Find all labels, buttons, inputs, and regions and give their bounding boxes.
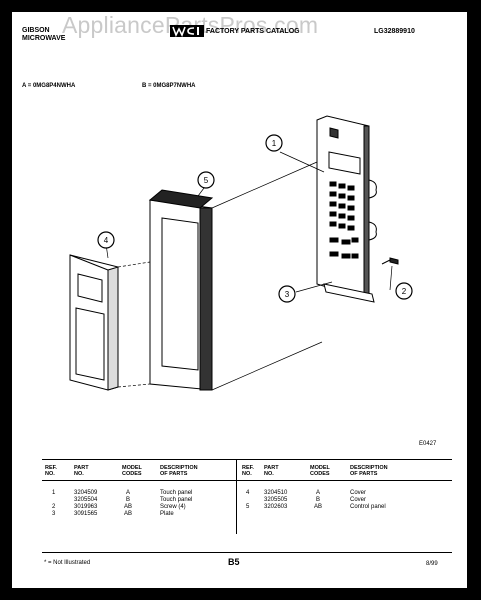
table-header-rule: [42, 480, 452, 481]
diagram-ref-code: E0427: [419, 441, 437, 447]
touch-panel-part: [316, 115, 377, 303]
footer-date: 8/99: [426, 561, 438, 567]
table-bottom-rule: [42, 552, 452, 553]
callout-5: 5: [197, 171, 215, 189]
callout-2: 2: [395, 282, 413, 300]
table-column-divider: [236, 460, 237, 534]
model-b: B = 0MG8P7NWHA: [142, 83, 196, 89]
svg-text:3: 3: [285, 290, 290, 299]
exploded-diagram: 1 2 3 4 5: [69, 115, 413, 391]
header-ref-no-right: REF.NO.: [242, 465, 254, 477]
cover-part: [69, 254, 119, 391]
table-top-rule: [42, 459, 452, 460]
header-ref-no: REF.NO.: [45, 465, 57, 477]
parts-catalog-sheet: AppliancePartsPros.com GIBSON MICROWAVE …: [12, 12, 467, 588]
svg-text:5: 5: [204, 176, 209, 185]
callout-1: 1: [265, 134, 283, 152]
svg-text:2: 2: [402, 287, 407, 296]
catalog-code: LG32889910: [374, 28, 415, 35]
page-number: B5: [228, 557, 240, 567]
callout-3: 3: [278, 285, 296, 303]
wci-logo: [170, 24, 204, 38]
svg-text:4: 4: [104, 236, 109, 245]
brand-line-1: GIBSON: [22, 27, 50, 34]
brand-block: GIBSON MICROWAVE: [22, 27, 65, 43]
brand-line-2: MICROWAVE: [22, 35, 66, 42]
control-panel-part: [148, 189, 214, 391]
svg-text:1: 1: [272, 139, 277, 148]
catalog-title: FACTORY PARTS CATALOG: [206, 28, 300, 35]
callout-4: 4: [97, 231, 115, 249]
wci-logo-graphic: [170, 25, 204, 37]
model-a: A = 0MG8P4NWHA: [22, 83, 76, 89]
footer-note: * = Not Illustrated: [44, 560, 91, 566]
screw-part: [381, 257, 399, 265]
